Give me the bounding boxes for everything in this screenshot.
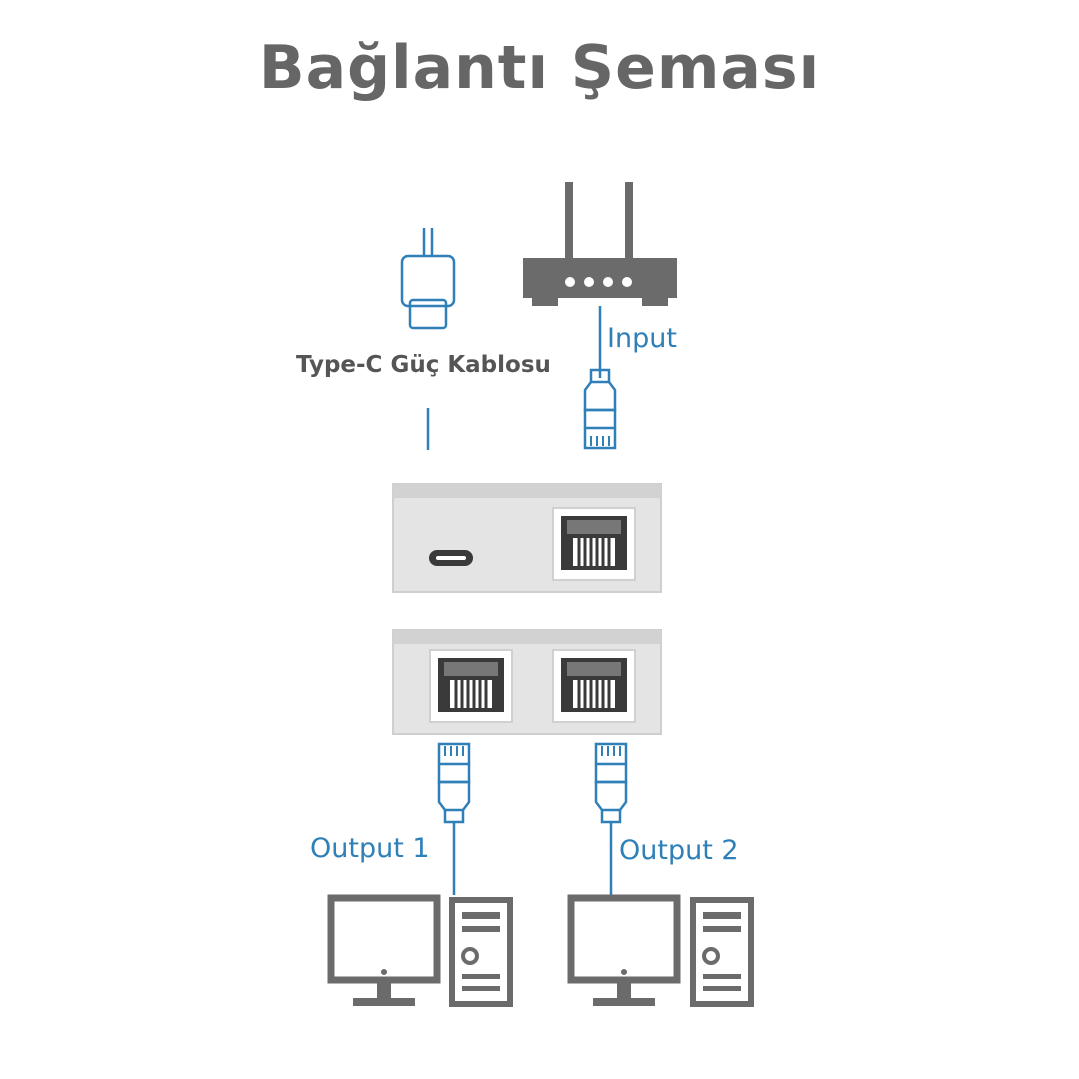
computer-1 [331,898,510,1006]
power-cable-label: Type-C Güç Kablosu [296,352,551,378]
input-rj45-plug-icon [583,368,617,450]
output2-label: Output 2 [619,835,739,866]
monitor-icon [571,898,677,1006]
router-icon [523,182,677,306]
monitor-icon [331,898,437,1006]
usb-c-plug-icon [400,228,456,330]
input-rj45-port-icon [551,506,637,582]
page-title: Bağlantı Şeması [258,33,821,103]
input-label: Input [607,323,677,354]
output2-rj45-plug-icon [594,742,628,824]
pc-tower-icon [452,900,510,1004]
splitter-top-unit [392,483,662,593]
splitter-bottom-unit [392,629,662,735]
output1-rj45-port-icon [428,648,514,724]
pc-tower-icon [693,900,751,1004]
output1-label: Output 1 [310,833,430,864]
output1-rj45-plug-icon [437,742,471,824]
output2-rj45-port-icon [551,648,637,724]
usb-c-port-icon [429,550,473,566]
computer-2 [571,898,751,1006]
